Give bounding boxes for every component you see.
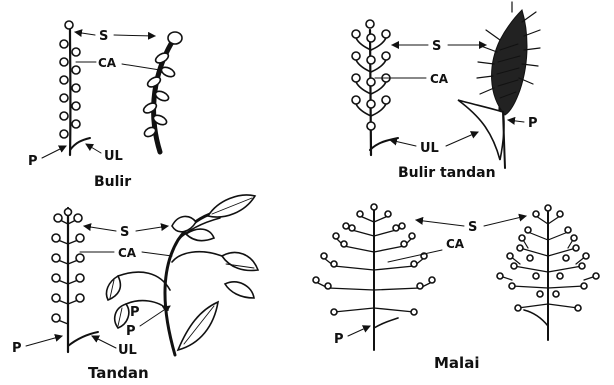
tandan-label-ca: CA (118, 246, 137, 260)
malai-label-s: S (468, 220, 477, 235)
tandan-label-p-real: P (130, 305, 140, 320)
bulir-label-s: S (99, 29, 108, 44)
malai-right-panicle (497, 205, 599, 340)
bulir-label-p: P (28, 154, 38, 169)
bulir-label-ul: UL (104, 149, 123, 164)
panel-tandan: S CA P P UL P Tandan (12, 195, 258, 382)
panel-malai: S CA P Malai (313, 204, 599, 372)
bulir-real-spikelets (142, 32, 182, 138)
tandan-caption: Tandan (88, 364, 149, 382)
bulir-tandan-real-ear (477, 2, 540, 120)
malai-label-ca: CA (446, 237, 465, 251)
malai-left-panicle (313, 204, 435, 350)
malai-label-p: P (334, 332, 344, 347)
bulir-tandan-label-s: S (432, 39, 441, 54)
panel-bulir-tandan: S CA P UL Bulir tandan (352, 2, 540, 181)
bulir-caption: Bulir (94, 174, 131, 190)
bulir-tandan-label-ca: CA (430, 72, 449, 86)
bulir-tandan-caption: Bulir tandan (398, 165, 496, 181)
bulir-tandan-label-p: P (528, 116, 538, 131)
malai-caption: Malai (434, 354, 479, 372)
bulir-bract (70, 138, 90, 150)
tandan-label-ul: UL (118, 343, 137, 358)
tandan-label-s: S (120, 225, 129, 240)
tandan-label-p-lower: P (126, 324, 136, 339)
panel-bulir: S CA P UL Bulir (28, 21, 182, 190)
bulir-tandan-label-ul: UL (420, 141, 439, 156)
bulir-label-ca: CA (98, 56, 117, 70)
tandan-label-p: P (12, 341, 22, 356)
bulir-tandan-leaf (458, 100, 504, 160)
